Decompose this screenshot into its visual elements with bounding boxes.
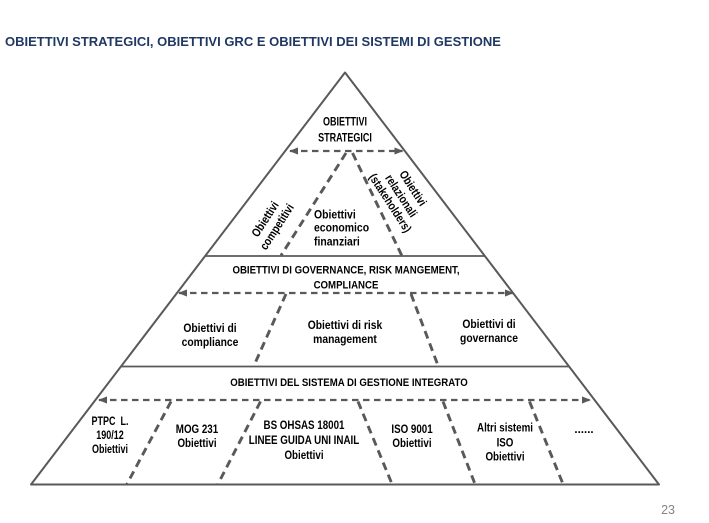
tier4-divider-2 (216, 400, 262, 485)
pyramid-outline (30, 71, 660, 486)
tier4-cell-ellipsis-label: ...... (574, 423, 594, 436)
tier4-divider-5 (528, 400, 565, 485)
page-number: 23 (661, 503, 675, 517)
tier2-divider-left (279, 152, 348, 257)
tier3-divider-left (252, 293, 288, 367)
tier4-divider-1 (125, 400, 173, 485)
slide-title: OBIETTIVI STRATEGICI, OBIETTIVI GRC E OB… (5, 34, 501, 49)
tier4-divider-3 (356, 400, 394, 485)
grc-band-label: OBIETTIVI DI GOVERNANCE, RISK MANGEMENT,… (232, 264, 460, 292)
tier2-divider-right (351, 152, 404, 257)
sgi-band-label: OBIETTIVI DEL SISTEMA DI GESTIONE INTEGR… (230, 376, 468, 389)
tier4-divider-4 (441, 400, 477, 485)
tier3-divider-right (409, 293, 440, 367)
